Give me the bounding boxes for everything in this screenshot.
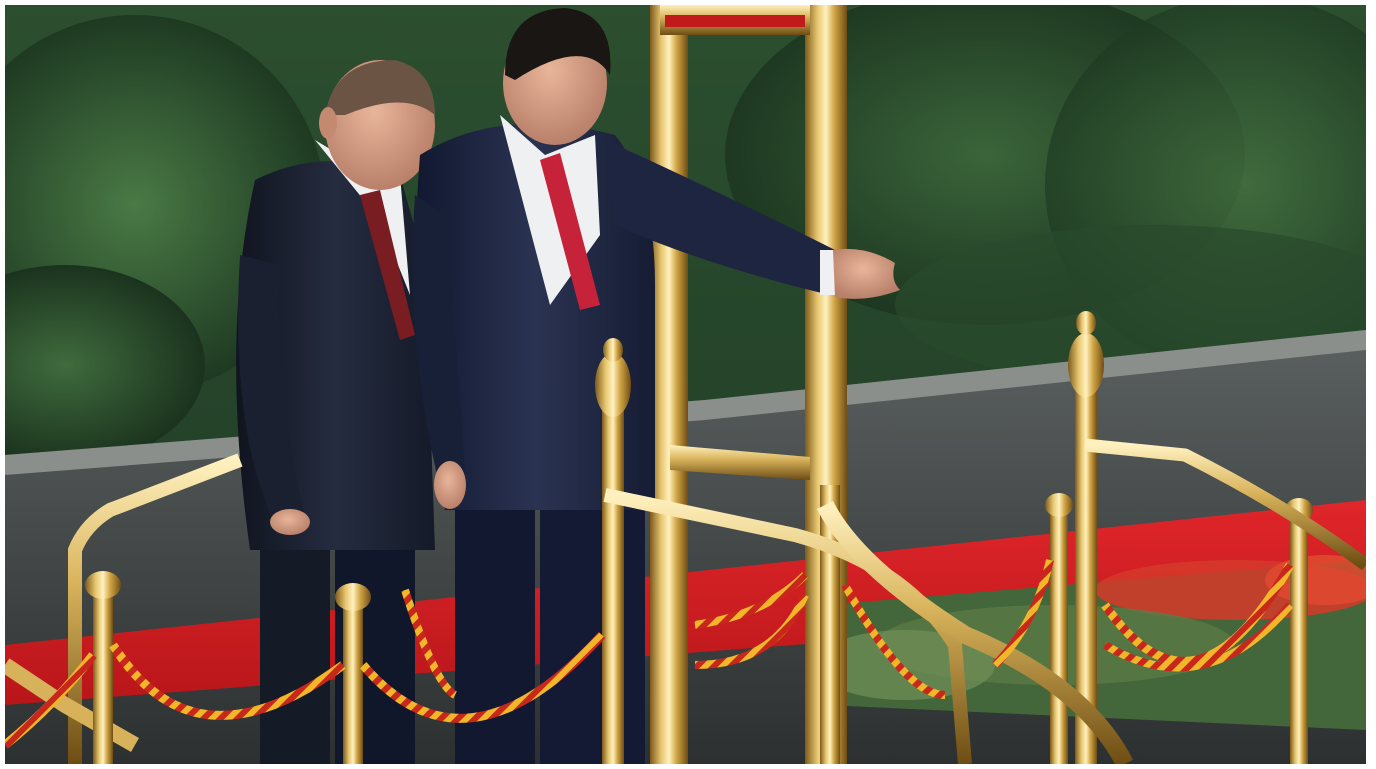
person-right — [412, 8, 900, 764]
photo — [5, 5, 1366, 764]
person-left — [236, 60, 435, 764]
stanchions — [5, 311, 1366, 764]
